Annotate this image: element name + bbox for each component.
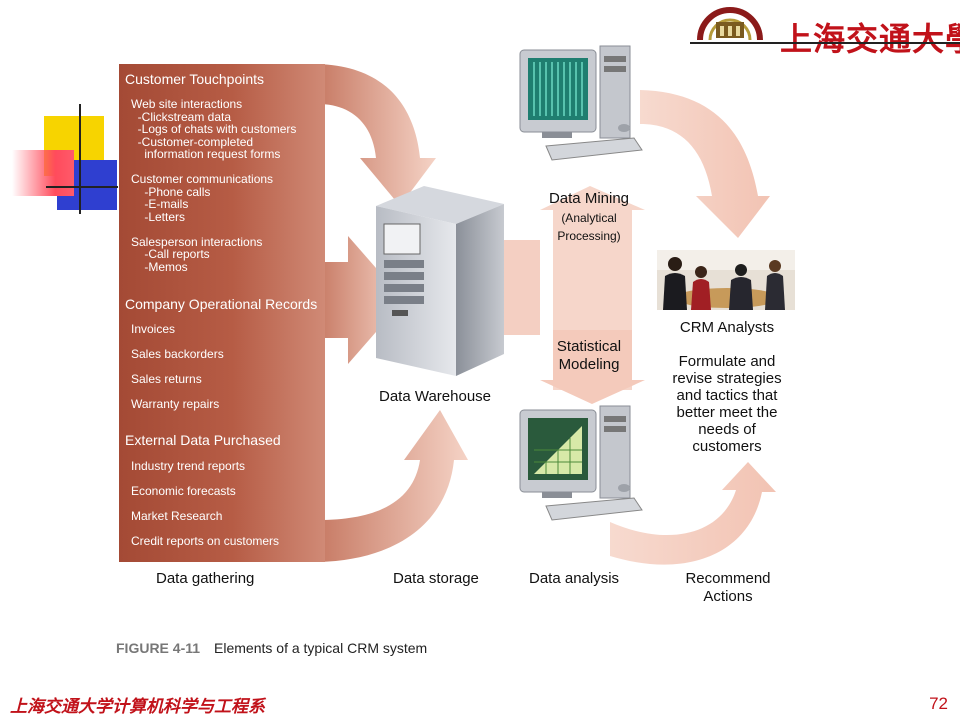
crm-analysts-photo (657, 250, 795, 310)
data-warehouse-label: Data Warehouse (379, 388, 492, 405)
stage-recommend-line-1: Recommend (685, 570, 771, 587)
data-mining-subtitle-1: (Analytical (561, 211, 617, 225)
crm-desc-line: customers (692, 438, 762, 455)
external-item: Industry trend reports (131, 459, 246, 473)
data-mining-subtitle-2: Processing) (557, 229, 621, 243)
arrow-recommend (610, 462, 776, 565)
crm-desc-line: better meet the (676, 404, 778, 421)
external-item: Credit reports on customers (131, 534, 280, 548)
deco-vertical-line (79, 104, 81, 214)
arrow-external (318, 410, 468, 562)
crm-desc-line: needs of (698, 421, 756, 438)
arrow-modeling-down (540, 330, 645, 404)
arrow-operational (318, 236, 404, 364)
crm-desc-line: Formulate and (678, 353, 776, 370)
operational-item: Invoices (131, 322, 176, 336)
operational-item: Sales returns (131, 372, 202, 386)
external-data-title: External Data Purchased (125, 432, 281, 448)
figure-number: FIGURE 4-11 (116, 640, 201, 656)
deco-red-square (12, 150, 74, 196)
data-mining-title: Data Mining (548, 190, 630, 207)
crm-desc-line: revise strategies (672, 370, 782, 387)
operational-item: Warranty repairs (131, 397, 220, 411)
customer-touchpoints-title: Customer Touchpoints (125, 71, 265, 87)
arrow-touchpoints (318, 64, 436, 206)
arrow-mining-to-crm (640, 90, 770, 238)
data-gathering-panel (119, 64, 325, 562)
university-seal (694, 4, 766, 42)
header-rule (690, 42, 960, 44)
stage-data-storage: Data storage (393, 570, 479, 587)
crm-desc-line: and tactics that (676, 387, 778, 404)
deco-horizontal-line (46, 186, 118, 188)
page-number: 72 (929, 694, 948, 713)
stage-recommend-line-2: Actions (703, 588, 753, 605)
crm-analysts-title: CRM Analysts (679, 319, 775, 336)
figure-caption-text: Elements of a typical CRM system (214, 640, 428, 656)
external-item: Economic forecasts (131, 484, 236, 498)
operational-records-title: Company Operational Records (125, 296, 318, 312)
external-item: Market Research (131, 509, 223, 523)
customer-touchpoints-text: Web site interactions -Clickstream data … (131, 97, 297, 274)
arrow-warehouse-to-analysis (500, 240, 540, 335)
statistical-modeling-line-2: Modeling (558, 356, 620, 373)
data-warehouse-server-icon (376, 186, 504, 376)
operational-item: Sales backorders (131, 347, 224, 361)
statistical-modeling-line-1: Statistical (556, 338, 622, 355)
stage-data-analysis: Data analysis (529, 570, 620, 587)
university-logo-text: 上海交通大學 (780, 20, 960, 58)
department-footer-text: 上海交通大学计算机科学与工程系 (10, 697, 265, 717)
data-mining-computer-icon (519, 45, 643, 161)
statistical-modeling-computer-icon (519, 405, 643, 521)
figure-caption: FIGURE 4-11 Elements of a typical CRM sys… (116, 640, 427, 656)
stage-data-gathering: Data gathering (156, 570, 255, 587)
